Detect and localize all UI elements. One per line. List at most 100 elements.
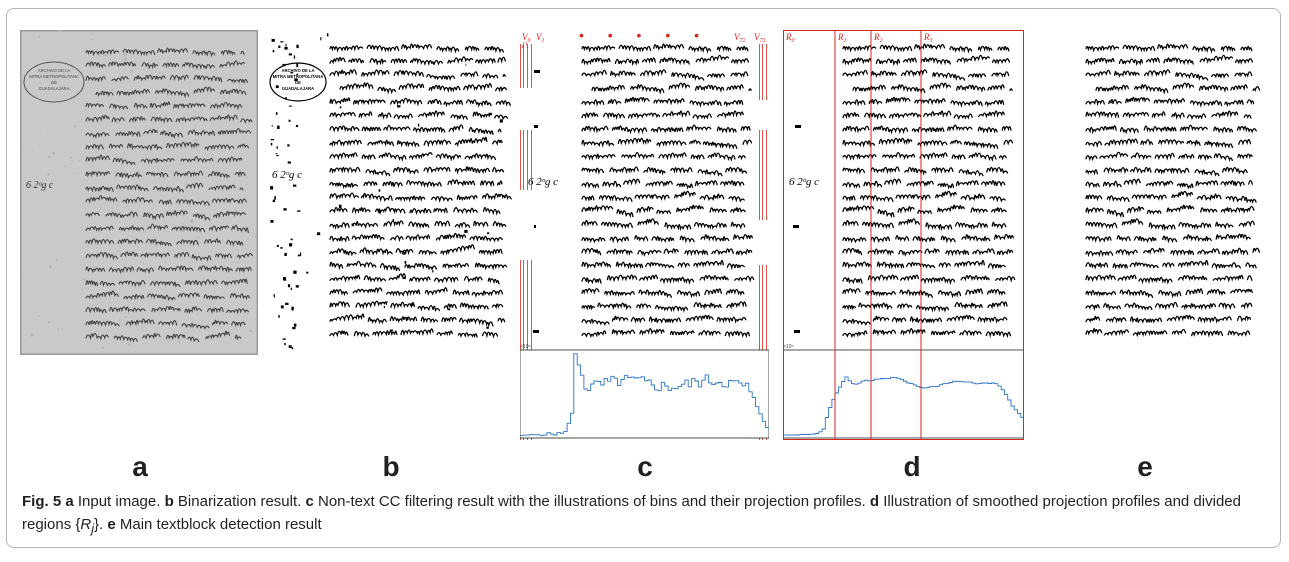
bin-label-v0-sub: 0	[528, 38, 531, 44]
paper-speckle	[137, 323, 140, 326]
noise-blob	[275, 153, 278, 155]
handwriting-line	[329, 152, 497, 163]
handwriting-line	[85, 265, 252, 275]
figure-frame	[6, 8, 1281, 548]
handwriting-line	[581, 288, 745, 299]
handwriting-line	[581, 204, 746, 219]
handwriting-line	[1085, 190, 1257, 204]
region-label-sub: 2	[880, 38, 883, 44]
handwriting-line	[842, 234, 1014, 244]
small-blob	[794, 330, 800, 333]
paper-speckle	[116, 121, 119, 124]
projection-profile-plot: 020040060080010001200140000.511.522.5×10…	[520, 344, 769, 439]
handwriting-line	[842, 96, 1005, 108]
paper-speckle	[158, 71, 161, 74]
panel-label-e: e	[1137, 451, 1153, 482]
noise-blob	[287, 144, 290, 147]
paper-speckle	[20, 187, 21, 189]
caption-c-text: Non-text CC filtering result with the il…	[313, 493, 870, 510]
bin-label-v73: V73	[754, 32, 766, 44]
paper-speckle	[49, 265, 52, 268]
paper-speckle	[85, 144, 87, 145]
handwriting-line	[329, 244, 503, 257]
handwriting-line	[329, 313, 506, 328]
noise-blob	[296, 44, 299, 49]
panel-d-regions: 6 2ᵒg c020040060080010001200140000.511.5…	[783, 30, 1024, 440]
noise-blob	[295, 125, 299, 127]
caption-a-text: Input image.	[73, 493, 165, 510]
region-label-r1: R1	[837, 32, 847, 44]
handwriting-line	[581, 328, 751, 339]
bin-label-v72: V72	[734, 32, 746, 44]
handwriting-line	[329, 69, 506, 81]
noise-blob	[270, 142, 273, 146]
handwriting-line	[85, 74, 248, 84]
handwriting-line	[329, 206, 501, 216]
paper-speckle	[99, 210, 101, 212]
handwriting-line	[329, 136, 503, 148]
noise-blob	[487, 232, 490, 235]
handwriting-line	[842, 274, 1016, 285]
caption-b-text: Binarization result.	[173, 493, 306, 510]
noise-blob	[275, 85, 279, 89]
noise-blob	[291, 347, 294, 350]
handwriting-line	[581, 218, 746, 232]
noise-blob	[284, 97, 287, 99]
paper-speckle	[38, 330, 40, 332]
handwriting-line	[842, 328, 1012, 339]
paper-speckle	[45, 184, 47, 186]
handwriting-line	[581, 234, 753, 244]
handwriting-line	[1085, 69, 1253, 82]
paper-speckle	[38, 36, 41, 38]
bin-gap	[756, 100, 769, 130]
noise-blob	[488, 112, 492, 116]
plot-frame	[520, 349, 769, 439]
handwriting-line	[1085, 54, 1254, 67]
handwriting-line	[85, 318, 246, 330]
margin-note: 6 2ᵒg c	[528, 176, 558, 188]
handwriting-line	[85, 251, 253, 262]
paper-speckle	[21, 275, 23, 277]
noise-blob	[283, 277, 286, 280]
region-label-r3: R3	[923, 32, 933, 44]
paper-speckle	[47, 173, 50, 176]
paper-speckle	[73, 125, 76, 128]
handwriting-line	[85, 238, 244, 247]
handwriting-line	[842, 259, 1006, 271]
paper-speckle	[70, 156, 73, 159]
noise-blob	[280, 41, 284, 43]
paper-speckle	[196, 200, 198, 203]
stamp-text: MITRA METROPOLITANA	[273, 74, 323, 79]
handwriting-line	[581, 137, 753, 150]
noise-blob	[276, 244, 279, 247]
handwriting-line	[1085, 204, 1255, 219]
noise-blob	[292, 327, 296, 330]
noise-blob	[278, 315, 280, 318]
handwriting-line	[329, 287, 504, 298]
bin-gap	[756, 220, 769, 265]
paper-speckle	[91, 38, 94, 41]
noise-blob	[276, 146, 278, 149]
paper-speckle	[127, 312, 130, 315]
handwriting-line	[842, 69, 1010, 82]
handwriting-line	[581, 274, 755, 285]
paper-speckle	[195, 177, 198, 180]
handwriting-line	[85, 114, 253, 124]
caption-d-label: d	[869, 493, 880, 510]
handwriting-line	[329, 192, 512, 204]
region-label-r0: R0	[785, 32, 795, 44]
margin-note: 6 2ᵒg c	[789, 176, 819, 188]
handwriting-line	[1085, 301, 1253, 312]
paper-speckle	[203, 143, 205, 145]
handwriting-line	[1095, 82, 1261, 95]
handwriting-line	[842, 124, 1012, 135]
handwriting-line	[581, 54, 750, 67]
noise-blob	[339, 106, 342, 109]
y-exponent: ×10⁴	[520, 344, 531, 350]
handwriting-line	[842, 314, 1008, 326]
handwriting-line	[85, 305, 249, 315]
noise-blob	[285, 302, 289, 305]
handwriting-line	[1085, 110, 1252, 120]
handwriting-line	[1085, 274, 1253, 285]
paper-speckle	[55, 258, 58, 261]
